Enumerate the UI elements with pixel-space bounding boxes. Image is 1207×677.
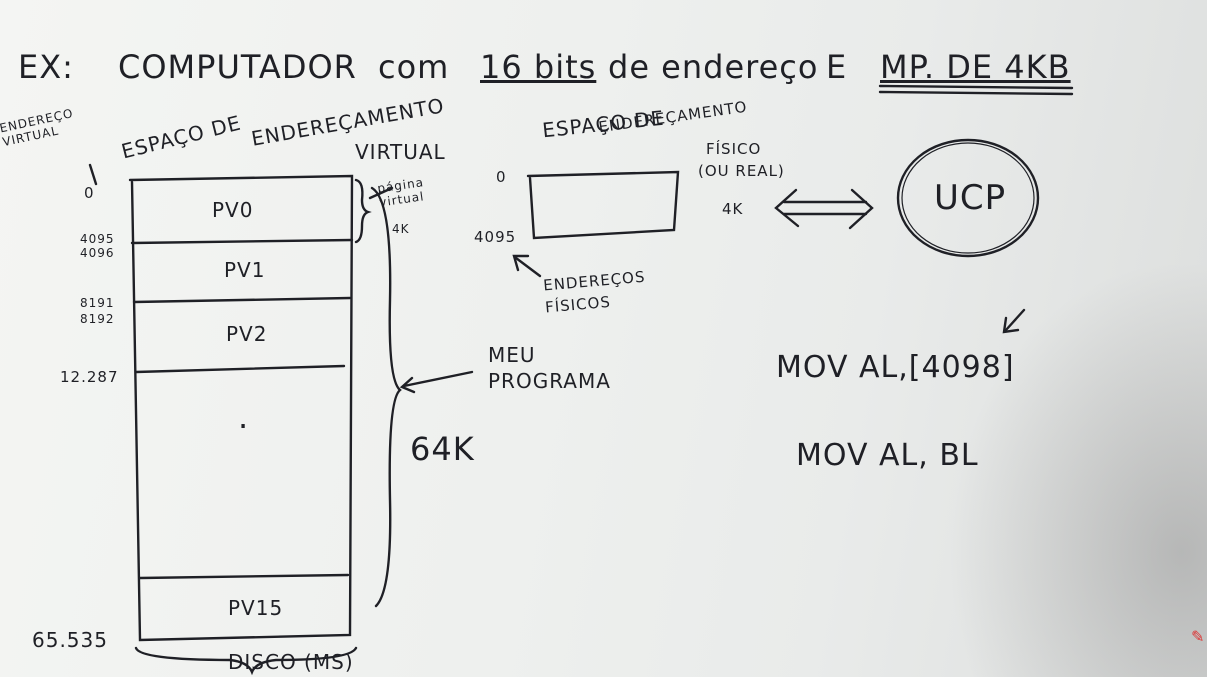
addr-4095: 4095 <box>80 232 115 246</box>
pagina-pointer <box>368 186 394 200</box>
meu-programa-label: MEU PROGRAMA <box>488 343 611 393</box>
addr-65535: 65.535 <box>32 628 108 652</box>
code-line-2: MOV AL, BL <box>796 438 979 473</box>
title-de-endereco: de endereço <box>608 48 819 86</box>
physical-addr-0: 0 <box>496 168 507 186</box>
physical-addr-4095: 4095 <box>474 228 517 246</box>
physical-space-outline <box>526 170 680 240</box>
hand-shadow <box>947 260 1207 677</box>
addr-0: 0 <box>84 184 95 202</box>
page-brace <box>354 178 372 244</box>
addr-4096: 4096 <box>80 246 115 260</box>
red-mark-icon: ✎ <box>1191 627 1205 646</box>
physical-size-4k: 4K <box>722 200 744 218</box>
page-divider-2 <box>132 296 352 304</box>
title-ex: EX: <box>18 48 74 86</box>
physical-real-label: (OU REAL) <box>698 162 785 180</box>
disco-brace <box>134 646 358 676</box>
code-line-1: MOV AL,[4098] <box>776 350 1015 385</box>
virtual-virtual-label: VIRTUAL <box>355 140 446 164</box>
title-mp: MP. DE 4KB <box>880 48 1071 86</box>
page-size-label: 4K <box>392 222 410 236</box>
enderecos-arrow <box>514 256 542 278</box>
disco-label: DISCO (MS) <box>228 650 354 674</box>
page-pv15: PV15 <box>228 596 284 620</box>
page-divider-1 <box>130 238 354 245</box>
addr-8192: 8192 <box>80 312 115 326</box>
page-divider-3 <box>134 364 346 374</box>
title-bits: 16 bits <box>480 48 597 86</box>
ucp-circle <box>896 138 1040 258</box>
title-computador: COMPUTADOR <box>118 48 357 86</box>
virtual-space-outline <box>128 174 354 642</box>
programa-arrow <box>402 370 474 388</box>
page-pv1: PV1 <box>224 258 266 282</box>
pointer-arrow <box>1004 308 1026 332</box>
title-e: E <box>826 48 848 86</box>
total-64k: 64K <box>410 430 475 468</box>
ucp-label: UCP <box>934 178 1007 218</box>
program-brace <box>370 186 402 608</box>
addr-8191: 8191 <box>80 296 115 310</box>
title-com: com <box>378 48 450 86</box>
page-dot: . <box>238 398 250 436</box>
double-arrow <box>782 200 868 216</box>
page-pv2: PV2 <box>226 322 268 346</box>
page-pv0: PV0 <box>212 198 254 222</box>
page-divider-4 <box>138 573 350 580</box>
physical-fisico-label: FÍSICO <box>706 140 762 158</box>
addr-12287: 12.287 <box>60 368 119 386</box>
